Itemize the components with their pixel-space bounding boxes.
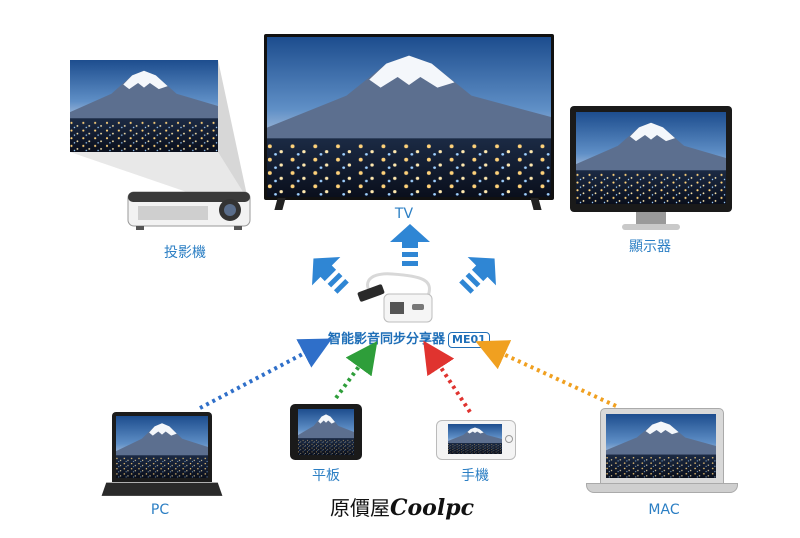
brand-cn: 原價屋 <box>330 496 390 520</box>
pc-screen-image <box>116 416 208 478</box>
pc-device <box>101 412 223 498</box>
arrow-up-to-tv <box>390 224 430 266</box>
hub-device <box>357 272 433 323</box>
phone-screen-image <box>448 424 502 454</box>
phone-label: 手機 <box>461 468 489 484</box>
projector-label: 投影機 <box>164 245 206 261</box>
arrow-to-monitor <box>459 257 496 294</box>
mac-signal-arrow <box>475 340 617 408</box>
mac-device <box>586 408 738 493</box>
monitor-label: 顯示器 <box>629 239 671 255</box>
phone-device <box>436 420 516 460</box>
tablet-label: 平板 <box>312 468 340 484</box>
mac-screen-image <box>606 414 716 478</box>
tv-device <box>264 34 554 212</box>
pc-label: PC <box>150 502 170 518</box>
tv-label: TV <box>394 206 414 222</box>
phone-signal-arrow <box>423 340 472 414</box>
pc-signal-arrow <box>199 338 333 410</box>
projector-device <box>126 186 254 232</box>
projection-beam <box>70 60 260 210</box>
monitor-device <box>570 106 732 236</box>
mac-label: MAC <box>648 502 680 518</box>
tablet-device <box>290 404 362 460</box>
brand-logo: 原價屋Coolpc <box>330 492 474 521</box>
brand-en: Coolpc <box>390 495 474 521</box>
tablet-screen-image <box>298 409 354 455</box>
tablet-signal-arrow <box>334 341 378 400</box>
arrow-to-projector <box>312 257 349 294</box>
